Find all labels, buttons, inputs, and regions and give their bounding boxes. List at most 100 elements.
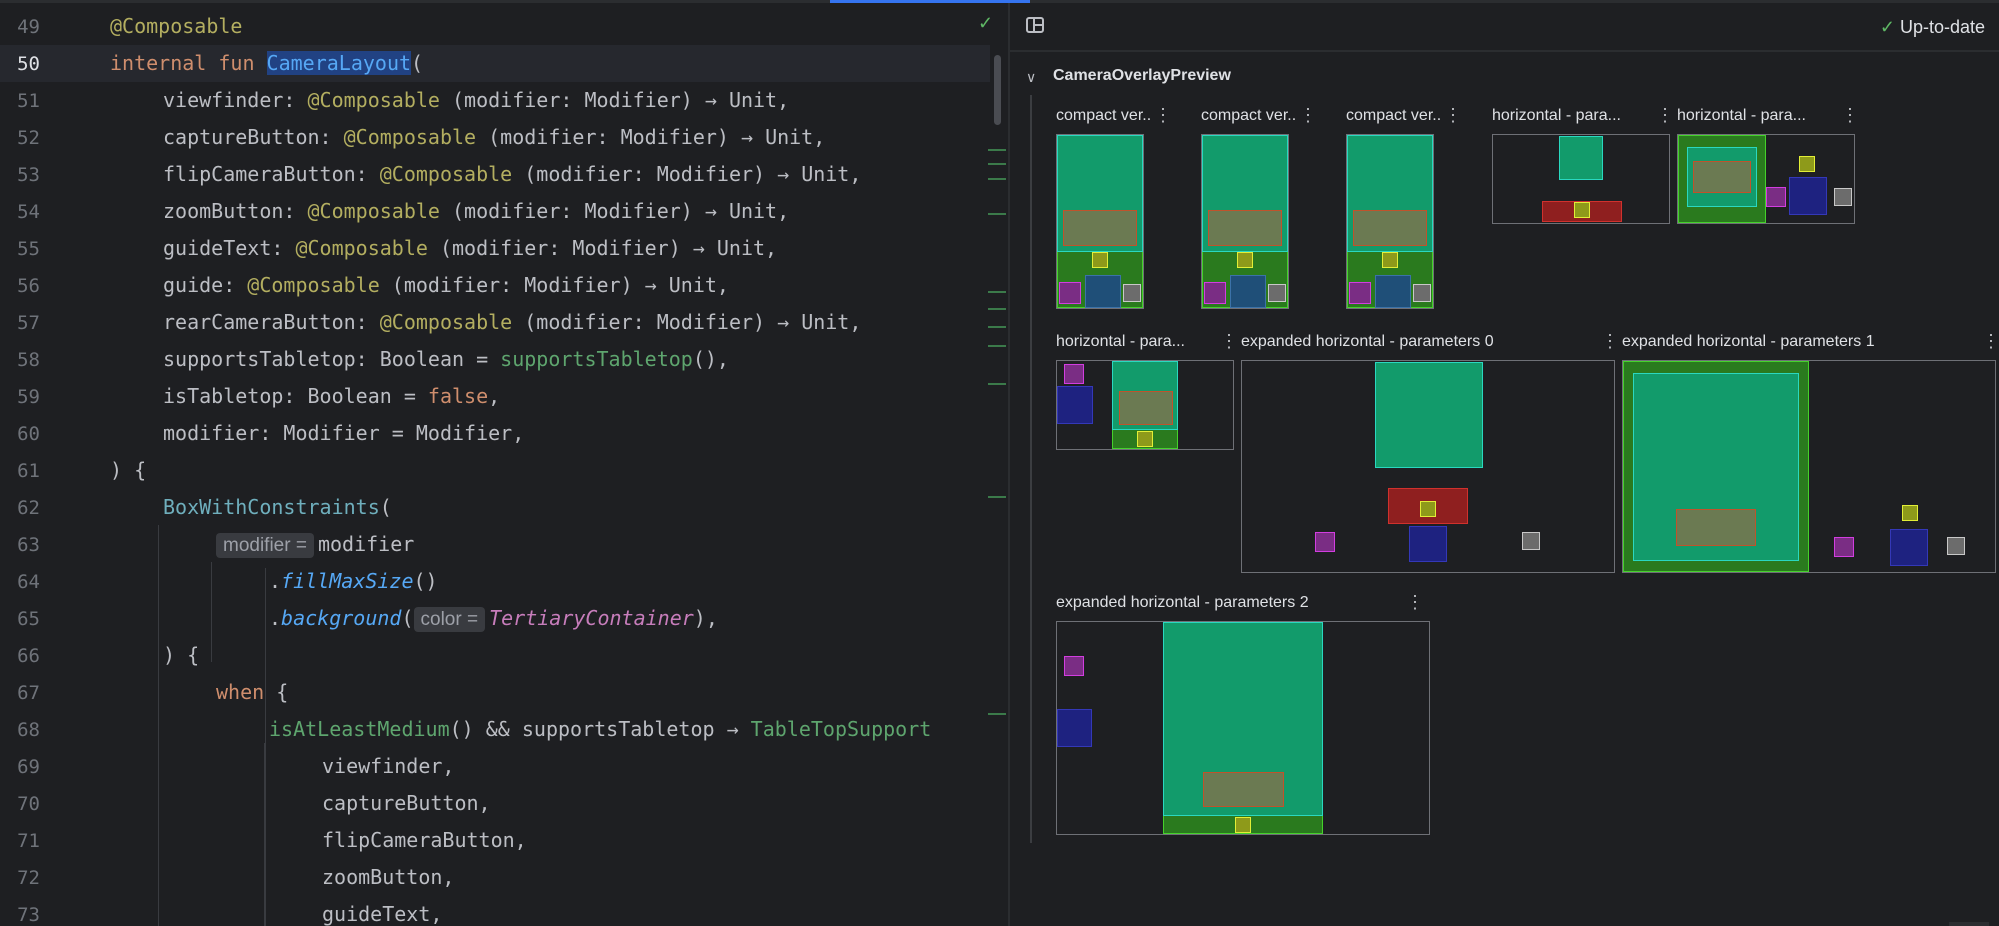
- code-token: ),: [693, 606, 718, 630]
- indent-guide: [158, 525, 159, 926]
- preview-card[interactable]: expanded horizontal - parameters 0 ⋮: [1241, 331, 1619, 583]
- preview-render: [1622, 360, 1996, 573]
- preview-render: [1346, 134, 1434, 309]
- preview-group-title[interactable]: CameraOverlayPreview: [1053, 67, 1231, 84]
- flip-camera-box: [1059, 282, 1081, 304]
- more-options-icon[interactable]: ⋮: [1299, 105, 1317, 125]
- code-line[interactable]: ) {: [163, 637, 199, 674]
- zoom-button-box: [1085, 275, 1121, 308]
- code-line[interactable]: BoxWithConstraints(: [163, 489, 392, 526]
- line-number: 53: [17, 164, 40, 186]
- change-marker[interactable]: [988, 291, 1006, 293]
- change-marker[interactable]: [988, 178, 1006, 180]
- line-number: 51: [17, 90, 40, 112]
- code-line[interactable]: flipCameraButton: @Composable (modifier:…: [163, 156, 861, 193]
- change-marker[interactable]: [988, 308, 1006, 310]
- no-problems-check-icon[interactable]: ✓: [978, 13, 994, 33]
- preview-render: [1056, 134, 1144, 309]
- zoom-button-box: [1057, 386, 1093, 424]
- code-line[interactable]: captureButton,: [322, 785, 491, 822]
- code-line[interactable]: viewfinder: @Composable (modifier: Modif…: [163, 82, 789, 119]
- preview-card[interactable]: horizontal - para... ⋮: [1492, 105, 1674, 237]
- more-options-icon[interactable]: ⋮: [1601, 331, 1619, 351]
- preview-card[interactable]: horizontal - para... ⋮: [1677, 105, 1859, 237]
- code-line[interactable]: zoomButton: @Composable (modifier: Modif…: [163, 193, 789, 230]
- code-token: @Composable: [295, 236, 428, 260]
- more-options-icon[interactable]: ⋮: [1154, 105, 1172, 125]
- flip-camera-box: [1315, 532, 1335, 552]
- compose-preview-panel: ✓Up-to-date ∨ CameraOverlayPreview compa…: [1010, 3, 1999, 926]
- more-options-icon[interactable]: ⋮: [1444, 105, 1462, 125]
- more-options-icon[interactable]: ⋮: [1220, 331, 1238, 351]
- split-divider[interactable]: [1008, 3, 1010, 926]
- code-line[interactable]: when {: [216, 674, 288, 711]
- change-marker[interactable]: [988, 149, 1006, 151]
- more-options-icon[interactable]: ⋮: [1656, 105, 1674, 125]
- preview-card[interactable]: compact ver... ⋮: [1056, 105, 1172, 317]
- code-token: @Composable: [379, 310, 513, 334]
- change-marker[interactable]: [988, 713, 1006, 715]
- code-line[interactable]: guide: @Composable (modifier: Modifier) …: [163, 267, 729, 304]
- indent-guide: [265, 568, 266, 926]
- change-marker[interactable]: [988, 383, 1006, 385]
- code-line[interactable]: internal fun CameraLayout(: [110, 45, 423, 82]
- code-token: (: [411, 51, 424, 75]
- code-line[interactable]: guideText: @Composable (modifier: Modifi…: [163, 230, 777, 267]
- preview-card[interactable]: compact ver... ⋮: [1346, 105, 1462, 317]
- code-token: @Composable: [307, 199, 440, 223]
- code-token: ) {: [163, 643, 200, 667]
- layout-options-icon[interactable]: [1026, 17, 1044, 33]
- group-tree-line: [1030, 95, 1032, 843]
- rear-camera-box: [1834, 188, 1852, 206]
- capture-button-box: [1237, 252, 1253, 268]
- code-line[interactable]: viewfinder,: [322, 748, 454, 785]
- code-token: flipCameraButton,: [322, 828, 527, 852]
- code-line[interactable]: rearCameraButton: @Composable (modifier:…: [163, 304, 861, 341]
- guide-box: [1693, 161, 1751, 193]
- code-line[interactable]: isAtLeastMedium() && supportsTabletop → …: [269, 711, 931, 748]
- more-options-icon[interactable]: ⋮: [1841, 105, 1859, 125]
- change-marker[interactable]: [988, 345, 1006, 347]
- capture-button-box: [1420, 501, 1436, 517]
- code-line[interactable]: captureButton: @Composable (modifier: Mo…: [163, 119, 825, 156]
- code-line[interactable]: modifier: Modifier = Modifier,: [163, 415, 524, 452]
- code-line[interactable]: @Composable: [110, 8, 242, 45]
- editor-scrollbar[interactable]: [994, 55, 1001, 125]
- code-token: isAtLeastMedium: [269, 717, 450, 741]
- code-token: CameraLayout: [266, 51, 412, 75]
- guide-box: [1063, 210, 1137, 246]
- preview-card-title: expanded horizontal - parameters 1: [1622, 333, 1875, 350]
- change-marker[interactable]: [988, 326, 1006, 328]
- panel-resize-handle[interactable]: [1949, 922, 1989, 926]
- preview-card[interactable]: expanded horizontal - parameters 2 ⋮: [1056, 592, 1430, 844]
- code-line[interactable]: guideText,: [322, 896, 442, 926]
- more-options-icon[interactable]: ⋮: [1982, 331, 1999, 351]
- code-line[interactable]: flipCameraButton,: [322, 822, 527, 859]
- line-number: 60: [17, 423, 40, 445]
- code-line[interactable]: zoomButton,: [322, 859, 454, 896]
- preview-card[interactable]: horizontal - para... ⋮: [1056, 331, 1238, 463]
- code-line[interactable]: ) {: [110, 452, 146, 489]
- preview-render: [1677, 134, 1855, 224]
- code-line[interactable]: .fillMaxSize(): [269, 563, 438, 600]
- change-marker[interactable]: [988, 496, 1006, 498]
- change-marker[interactable]: [988, 213, 1006, 215]
- viewfinder-box: [1559, 136, 1603, 180]
- code-token: (modifier: Modifier) → Unit,: [512, 310, 862, 334]
- code-line[interactable]: .background(color =TertiaryContainer),: [269, 600, 718, 637]
- code-line[interactable]: modifier =modifier: [216, 526, 414, 563]
- preview-card[interactable]: expanded horizontal - parameters 1 ⋮: [1622, 331, 1999, 583]
- line-number: 66: [17, 645, 40, 667]
- code-line[interactable]: isTabletop: Boolean = false,: [163, 378, 500, 415]
- chevron-down-icon[interactable]: ∨: [1026, 69, 1037, 85]
- code-line[interactable]: supportsTabletop: Boolean = supportsTabl…: [163, 341, 729, 378]
- preview-card[interactable]: compact ver... ⋮: [1201, 105, 1317, 317]
- more-options-icon[interactable]: ⋮: [1406, 592, 1424, 612]
- code-token: isTabletop: Boolean =: [163, 384, 428, 408]
- change-marker[interactable]: [988, 163, 1006, 165]
- code-token: guideText:: [163, 236, 296, 260]
